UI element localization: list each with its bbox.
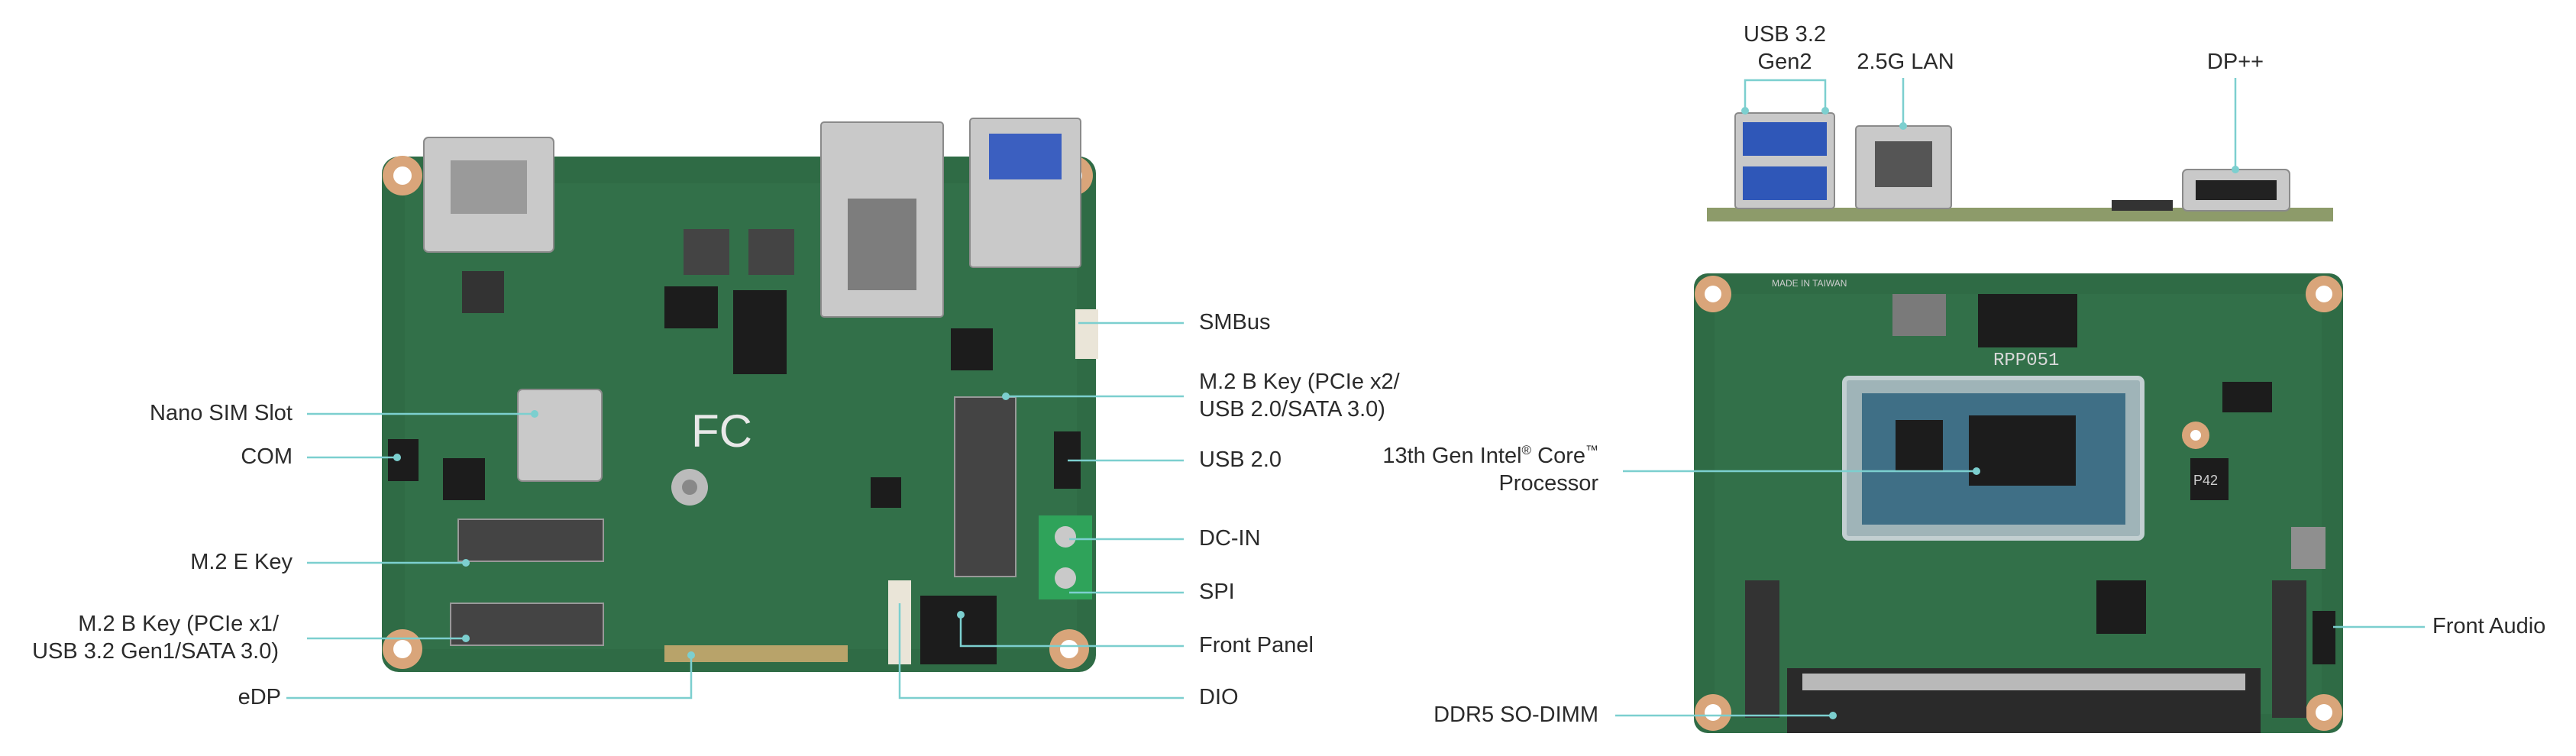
com-header <box>388 439 419 481</box>
right-board: RPP051 MADE IN TAIWAN P42 <box>1694 273 2343 733</box>
label-m2-e-key: M.2 E Key <box>190 550 293 574</box>
m2-b-key-slot-1 <box>450 603 604 646</box>
left-board: FC <box>382 118 1098 672</box>
label-m2-b-key-1-line1: M.2 B Key (PCIe x1/ <box>78 612 279 636</box>
label-m2-b-key-2-line1: M.2 B Key (PCIe x2/ <box>1199 370 1400 394</box>
cpu-die-small <box>1896 420 1943 472</box>
label-lan: 2.5G LAN <box>1857 50 1954 74</box>
edp-connector <box>664 645 848 662</box>
label-usb32-line1: USB 3.2 <box>1744 22 1826 47</box>
ic-marking: P42 <box>2193 473 2218 488</box>
label-front-panel: Front Panel <box>1199 633 1314 657</box>
label-smbus: SMBus <box>1199 310 1271 334</box>
label-dp: DP++ <box>2206 50 2264 74</box>
label-usb32-line2: Gen2 <box>1757 50 1812 74</box>
front-audio-header <box>2313 611 2335 664</box>
cpu-die <box>1969 415 2076 486</box>
model-marking: RPP051 <box>1993 351 2059 371</box>
label-edp: eDP <box>238 685 281 709</box>
label-m2-b-key-2-line2: USB 2.0/SATA 3.0) <box>1199 397 1385 422</box>
front-panel-header <box>920 596 997 664</box>
label-cpu-text-a: 13th Gen Intel <box>1382 444 1522 468</box>
label-cpu-line2: Processor <box>1498 471 1598 496</box>
m2-e-key-slot <box>457 519 604 562</box>
label-com: COM <box>241 444 293 469</box>
m2-b-key-slot-2 <box>954 396 1017 577</box>
label-nano-sim-slot: Nano SIM Slot <box>150 401 293 425</box>
label-spi: SPI <box>1199 580 1235 604</box>
label-cpu-line1: 13th Gen Intel® Core™ <box>1382 443 1598 469</box>
label-ddr5: DDR5 SO-DIMM <box>1433 703 1598 727</box>
label-usb20: USB 2.0 <box>1199 447 1282 472</box>
leader-lines <box>286 78 2425 719</box>
fcc-mark: FC <box>691 405 752 457</box>
label-cpu-tm: ™ <box>1585 443 1598 457</box>
label-m2-b-key-1-line2: USB 3.2 Gen1/SATA 3.0) <box>32 639 279 664</box>
label-cpu-reg: ® <box>1521 443 1532 457</box>
label-front-audio: Front Audio <box>2432 614 2546 638</box>
smbus-header <box>1075 309 1098 359</box>
label-dio: DIO <box>1199 685 1239 709</box>
made-in-marking: MADE IN TAIWAN <box>1772 278 1847 289</box>
label-dc-in: DC-IN <box>1199 526 1261 551</box>
edge-pcb <box>1707 208 2333 221</box>
nano-sim-slot <box>517 389 603 482</box>
io-edge-view <box>1707 112 2333 221</box>
label-cpu-text-b: Core <box>1531 444 1585 468</box>
